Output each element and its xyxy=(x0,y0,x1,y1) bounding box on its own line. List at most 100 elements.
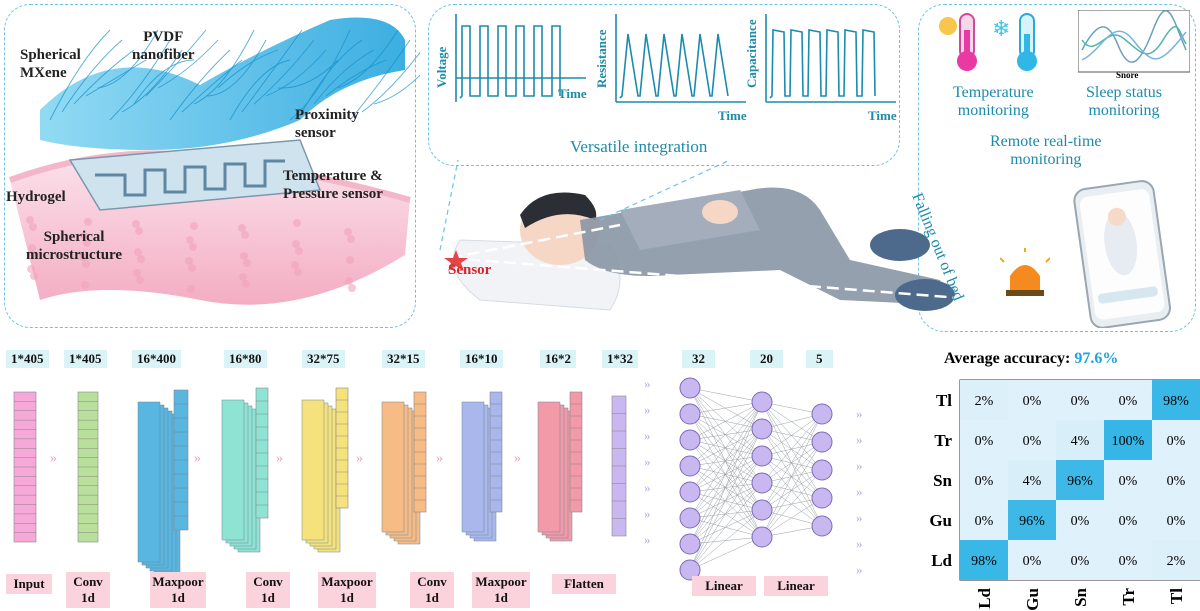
fc-neuron-0-5 xyxy=(679,507,701,529)
col-label: Gu xyxy=(1023,588,1042,611)
cell-value-label: 0% xyxy=(1167,514,1186,529)
cell-value-label: 0% xyxy=(1071,554,1090,569)
col-label: Sn xyxy=(1071,587,1090,606)
signal-xlabel-voltage: Time xyxy=(558,86,587,101)
flatten-column xyxy=(569,391,583,513)
flatten-output-column xyxy=(611,395,627,537)
matrix-cell xyxy=(1152,460,1200,500)
alarm-siren-icon xyxy=(1000,248,1050,296)
fc-neuron-1-4 xyxy=(751,499,773,521)
cell-value-label: 0% xyxy=(1119,394,1138,409)
fc-neuron-2-1 xyxy=(811,431,833,453)
matrix-cell xyxy=(1152,380,1200,420)
cell-value-label: 0% xyxy=(1023,394,1042,409)
sleeping-baby-illustration xyxy=(444,187,961,311)
signals-caption: Versatile integration xyxy=(570,137,708,156)
dim-label: 32*15 xyxy=(382,350,425,368)
flow-arrow-icon: » xyxy=(356,451,363,466)
matrix-cell xyxy=(1008,540,1056,580)
signal-ylabel-resistance: Resistance xyxy=(594,29,609,88)
fc-neuron-0-3 xyxy=(679,455,701,477)
fc-neuron-2-0 xyxy=(811,403,833,425)
flow-arrow-icon: » xyxy=(276,451,283,466)
matrix-cell xyxy=(1104,380,1152,420)
monitoring-panel xyxy=(918,4,1196,332)
thermometer-icons: ❄ xyxy=(939,13,1037,71)
cell-value-label: 0% xyxy=(1119,514,1138,529)
dim-label: 16*400 xyxy=(132,350,181,368)
matrix-cell xyxy=(1008,500,1056,540)
cell-value-label: 2% xyxy=(1167,554,1186,569)
sensor-star-icon xyxy=(444,250,468,271)
cell-value-label: 0% xyxy=(1023,554,1042,569)
cell-value-label: 2% xyxy=(975,394,994,409)
cell-value-label: 96% xyxy=(1019,514,1045,529)
layer-label: Flatten xyxy=(552,574,616,594)
dim-label: 32*75 xyxy=(302,350,345,368)
fc-neuron-1-2 xyxy=(751,445,773,467)
fc-neuron-1-5 xyxy=(751,526,773,548)
label-pvdf-nanofiber: PVDF nanofiber xyxy=(132,29,195,63)
dim-label: 1*32 xyxy=(602,350,638,368)
svg-text:❄: ❄ xyxy=(992,16,1010,41)
cell-value-label: 0% xyxy=(1119,474,1138,489)
cell-value-label: 0% xyxy=(1071,514,1090,529)
maxpool2-column xyxy=(335,387,349,509)
fc-neuron-0-2 xyxy=(679,429,701,451)
fc-neuron-2-3 xyxy=(811,487,833,509)
row-label: Tl xyxy=(936,391,952,410)
conv3-column xyxy=(413,391,427,513)
matrix-cell xyxy=(1008,380,1056,420)
remote-monitoring-label: Remote real-time monitoring xyxy=(990,133,1102,168)
cell-value-label: 98% xyxy=(971,554,997,569)
fc-layer-label: Linear xyxy=(764,576,828,596)
label-spherical-mxene: Spherical MXene xyxy=(20,47,81,81)
fc-layer-label: Linear xyxy=(692,576,756,596)
signal-ylabel-voltage: Voltage xyxy=(434,46,449,88)
flow-arrow-icon: » xyxy=(856,510,863,525)
col-label: Ld xyxy=(975,587,994,608)
sensor-structure-panel xyxy=(4,4,416,328)
row-label: Gu xyxy=(929,511,952,530)
flow-arrow-icon: » xyxy=(644,376,651,391)
flow-arrow-icon: » xyxy=(856,458,863,473)
flow-arrow-icon: » xyxy=(436,451,443,466)
matrix-cell xyxy=(1008,460,1056,500)
dim-label: 16*80 xyxy=(224,350,267,368)
matrix-cell xyxy=(1104,500,1152,540)
flow-arrow-icon: » xyxy=(50,451,57,466)
flow-arrow-icon: » xyxy=(644,454,651,469)
sensor-structure-illustration xyxy=(8,17,420,305)
cell-value-label: 4% xyxy=(1071,434,1090,449)
cell-value-label: 0% xyxy=(1023,434,1042,449)
cell-value-label: 0% xyxy=(1167,434,1186,449)
signals-panel xyxy=(428,4,900,166)
conv1-layer-block xyxy=(77,391,99,543)
label-spherical-microstructure: Spherical microstructure xyxy=(26,229,123,263)
cell-value-label: 0% xyxy=(975,434,994,449)
matrix-cell xyxy=(1008,420,1056,460)
fc-connections xyxy=(689,387,823,571)
fc-neuron-1-1 xyxy=(751,418,773,440)
fc-neuron-1-3 xyxy=(751,472,773,494)
matrix-cell xyxy=(1056,500,1104,540)
dim-label: 1*405 xyxy=(6,350,49,368)
label-proximity-sensor: Proximity sensor xyxy=(295,107,359,141)
flow-arrow-icon: » xyxy=(644,402,651,417)
fc-neuron-2-4 xyxy=(811,515,833,537)
fc-neuron-1-0 xyxy=(751,391,773,413)
fc-neuron-2-2 xyxy=(811,459,833,481)
flow-arrow-icon: » xyxy=(856,536,863,551)
smartphone-illustration xyxy=(1073,180,1171,328)
flow-arrow-icon: » xyxy=(644,506,651,521)
col-label: Tr xyxy=(1119,588,1138,606)
conv1-feature-maps xyxy=(137,401,181,578)
sleep-waveform-plot xyxy=(1078,10,1190,73)
sensor-label: Sensor xyxy=(448,262,492,278)
layer-label: Maxpoor 1d xyxy=(150,572,206,608)
matrix-cell xyxy=(960,500,1008,540)
flow-arrow-icon: » xyxy=(644,480,651,495)
cell-value-label: 0% xyxy=(1167,474,1186,489)
